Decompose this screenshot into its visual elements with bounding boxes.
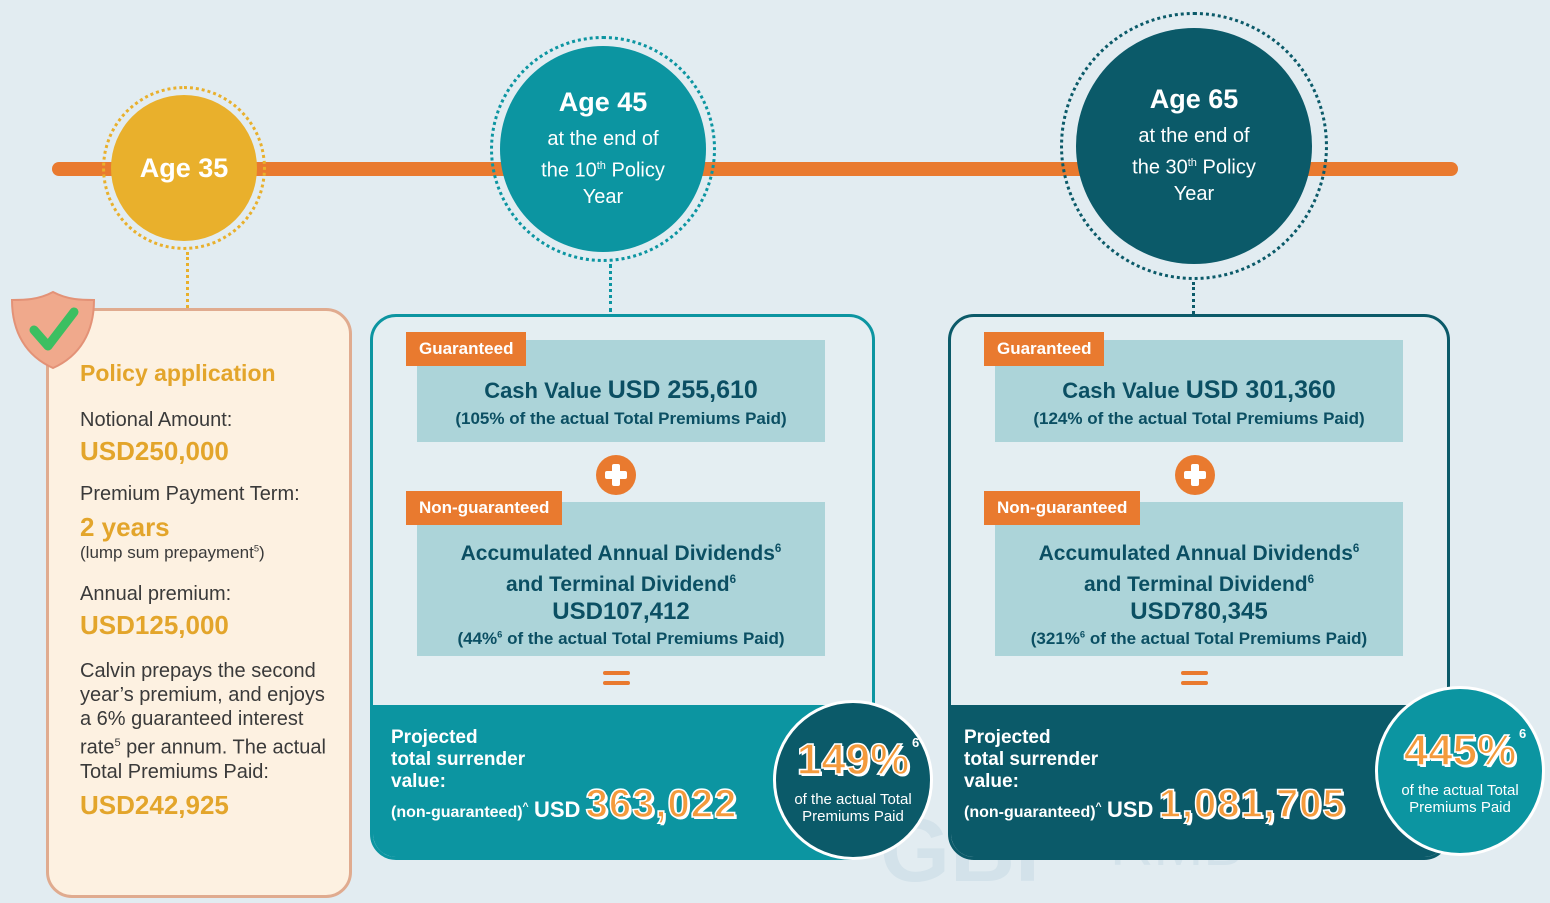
- age65-subtitle: at the end of the 30th Policy Year: [1132, 124, 1256, 206]
- age65-circle: Age 65 at the end of the 30th Policy Yea…: [1076, 28, 1312, 264]
- age45-cash-box: Cash Value USD 255,610 (105% of the actu…: [417, 340, 825, 442]
- age65-connector: [1192, 282, 1195, 314]
- age65-guaranteed-tag: Guaranteed: [984, 332, 1105, 366]
- age45-title: Age 45: [558, 86, 648, 117]
- age65-cash-box: Cash Value USD 301,360 (124% of the actu…: [995, 340, 1403, 442]
- age65-equals-icon: [1181, 671, 1208, 685]
- age65-plus-icon: [1175, 455, 1215, 495]
- age65-projected-value: 1,081,705: [1158, 782, 1346, 826]
- term-note: (lump sum prepayment5): [80, 543, 265, 562]
- age45-nonguaranteed-tag: Non-guaranteed: [406, 491, 563, 525]
- term-label: Premium Payment Term:: [80, 483, 300, 505]
- annual-label: Annual premium:: [80, 583, 232, 605]
- age45-projected-value: 363,022: [585, 782, 738, 826]
- age45-plus-icon: [596, 455, 636, 495]
- annual-value: USD125,000: [80, 610, 229, 640]
- application-heading: Policy application: [80, 360, 276, 386]
- term-value: 2 years: [80, 512, 170, 542]
- age35-connector: [186, 252, 189, 308]
- notional-label: Notional Amount:: [80, 409, 233, 431]
- age45-equals-icon: [603, 671, 630, 685]
- age45-connector: [609, 264, 612, 312]
- age45-subtitle: at the end of the 10th Policy Year: [541, 127, 665, 209]
- notional-value: USD250,000: [80, 436, 229, 466]
- age45-guaranteed-tag: Guaranteed: [406, 332, 527, 366]
- application-description: Calvin prepays the second year’s premium…: [80, 660, 326, 783]
- age35-title: Age 35: [139, 152, 229, 183]
- age65-title: Age 65: [1149, 83, 1239, 114]
- age45-ring: [490, 36, 716, 262]
- total-premium-value: USD242,925: [80, 789, 229, 820]
- age65-ring: [1060, 12, 1328, 280]
- policy-application-card: [46, 308, 352, 898]
- age65-nonguaranteed-tag: Non-guaranteed: [984, 491, 1141, 525]
- age45-circle: Age 45 at the end of the 10th Policy Yea…: [500, 46, 706, 252]
- age35-ring: [102, 86, 266, 250]
- shield-check-icon: [8, 288, 98, 370]
- age35-circle: Age 35: [111, 95, 257, 241]
